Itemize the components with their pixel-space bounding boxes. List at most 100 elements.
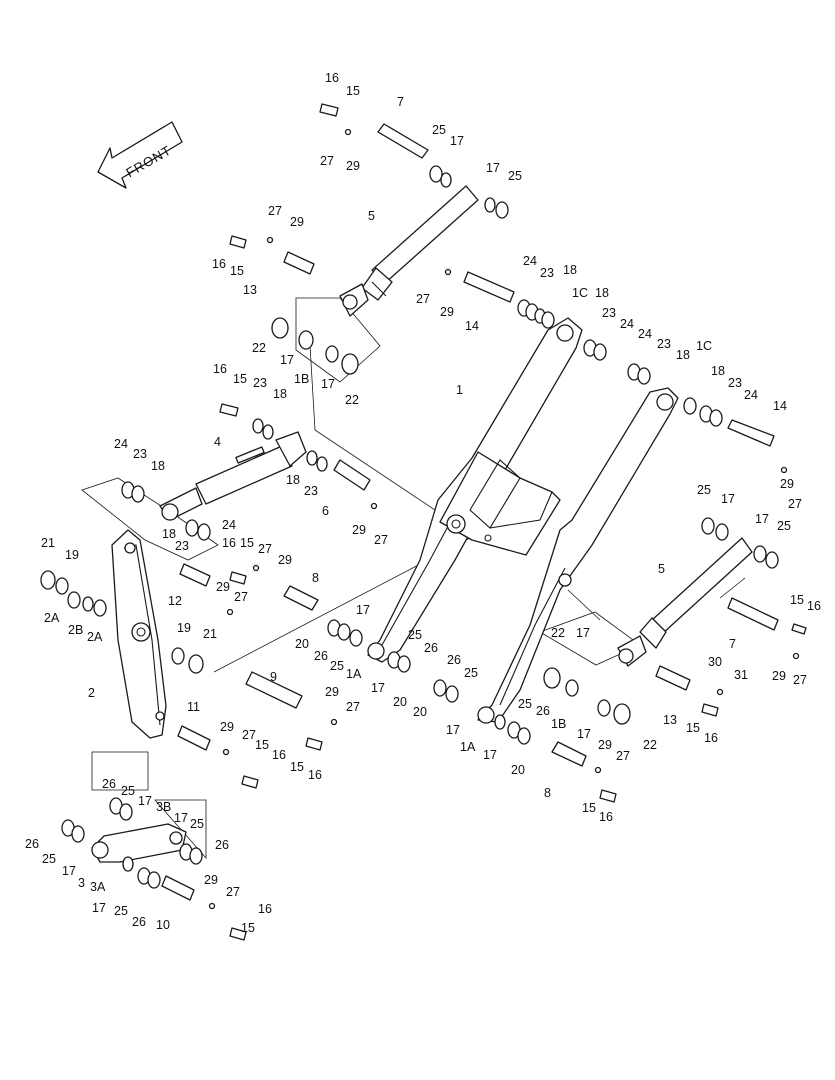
callout-c25g: 25 <box>464 666 478 680</box>
callout-c29c: 29 <box>440 305 454 319</box>
callout-c29g: 29 <box>216 580 230 594</box>
callout-c27f: 27 <box>258 542 272 556</box>
callout-c5b: 5 <box>658 562 665 576</box>
callout-c26f: 26 <box>215 838 229 852</box>
callout-c25i: 25 <box>121 784 135 798</box>
boom-bottom-pivot-left <box>367 642 385 660</box>
callout-c29b: 29 <box>290 215 304 229</box>
callout-c14b: 14 <box>773 399 787 413</box>
callout-c22b: 22 <box>345 393 359 407</box>
callout-c29e: 29 <box>780 477 794 491</box>
callout-c6a: 6 <box>322 504 329 518</box>
pin-9 <box>245 671 303 709</box>
callout-c26b: 26 <box>424 641 438 655</box>
callout-c15a: 15 <box>346 84 360 98</box>
callout-c8a: 8 <box>312 571 319 585</box>
pin-14-top <box>463 271 515 303</box>
seals-and-rings <box>40 165 779 889</box>
bell-crank <box>91 823 187 863</box>
callout-c29k: 29 <box>598 738 612 752</box>
callout-c18f: 18 <box>151 459 165 473</box>
callout-c23b: 23 <box>602 306 616 320</box>
callout-c19a: 19 <box>65 548 79 562</box>
callout-c17c: 17 <box>280 353 294 367</box>
callout-c16b: 16 <box>212 257 226 271</box>
callout-c30a: 30 <box>708 655 722 669</box>
callout-c25b: 25 <box>508 169 522 183</box>
callout-c16a: 16 <box>325 71 339 85</box>
callout-c14a: 14 <box>465 319 479 333</box>
callout-c3a: 3 <box>78 876 85 890</box>
callout-c13a: 13 <box>243 283 257 297</box>
callout-c25j: 25 <box>190 817 204 831</box>
callout-c1Bb: 1B <box>551 717 566 731</box>
callout-c20a: 20 <box>295 637 309 651</box>
callout-c17b: 17 <box>486 161 500 175</box>
callout-c26e: 26 <box>102 777 116 791</box>
callout-c24a: 24 <box>523 254 537 268</box>
callout-c17j: 17 <box>446 723 460 737</box>
callout-c10a: 10 <box>156 918 170 932</box>
small-hardware <box>208 103 807 941</box>
callout-c15d: 15 <box>240 536 254 550</box>
callout-c1Ca: 1C <box>572 286 588 300</box>
callout-c7a: 7 <box>397 95 404 109</box>
callout-c26a: 26 <box>314 649 328 663</box>
callout-c17p: 17 <box>92 901 106 915</box>
callout-c2Ab: 2A <box>87 630 103 644</box>
callout-c8b: 8 <box>544 786 551 800</box>
callout-c27l: 27 <box>226 885 240 899</box>
callout-c15i: 15 <box>582 801 596 815</box>
callout-c7b: 7 <box>729 637 736 651</box>
callout-c29a: 29 <box>346 159 360 173</box>
callout-c24d: 24 <box>744 388 758 402</box>
pin-14-right <box>727 419 775 447</box>
callout-c16d: 16 <box>222 536 236 550</box>
callout-c24c: 24 <box>638 327 652 341</box>
boom-top-pivot-left <box>556 324 574 342</box>
hydraulic-cylinder-top <box>339 185 479 317</box>
pin-12 <box>179 563 211 587</box>
callout-c3B: 3B <box>156 800 171 814</box>
callout-c18a: 18 <box>563 263 577 277</box>
callout-c18g: 18 <box>286 473 300 487</box>
callout-c17h: 17 <box>371 681 385 695</box>
callout-c25a: 25 <box>432 123 446 137</box>
callout-c27j: 27 <box>242 728 256 742</box>
callout-c18e: 18 <box>711 364 725 378</box>
callout-c29l: 29 <box>204 873 218 887</box>
pins <box>161 123 779 901</box>
callout-c27d: 27 <box>374 533 388 547</box>
callout-c23a: 23 <box>540 266 554 280</box>
callout-c29i: 29 <box>325 685 339 699</box>
callout-c17f: 17 <box>755 512 769 526</box>
callout-c27g: 27 <box>234 590 248 604</box>
callout-c29d: 29 <box>352 523 366 537</box>
pin-7-top <box>377 123 429 159</box>
callout-c24b: 24 <box>620 317 634 331</box>
hydraulic-cylinder-right <box>617 537 753 667</box>
pin-10 <box>161 875 195 901</box>
boom-bottom-pivot-right <box>477 706 495 724</box>
callout-c16f: 16 <box>704 731 718 745</box>
callout-c25k: 25 <box>42 852 56 866</box>
callout-c19b: 19 <box>177 621 191 635</box>
callout-c23h: 23 <box>175 539 189 553</box>
callout-c26d: 26 <box>536 704 550 718</box>
callout-c27k: 27 <box>616 749 630 763</box>
callout-c17o: 17 <box>62 864 76 878</box>
callout-c4a: 4 <box>214 435 221 449</box>
callout-c25e: 25 <box>330 659 344 673</box>
callout-c11a: 11 <box>187 700 200 714</box>
callout-c27i: 27 <box>346 700 360 714</box>
callout-c26h: 26 <box>132 915 146 929</box>
callout-c15f: 15 <box>686 721 700 735</box>
callout-c16c: 16 <box>213 362 227 376</box>
callout-c22d: 22 <box>643 738 657 752</box>
callout-c25c: 25 <box>697 483 711 497</box>
callout-c17e: 17 <box>721 492 735 506</box>
callout-c2B: 2B <box>68 623 83 637</box>
callout-c21b: 21 <box>203 627 217 641</box>
callout-c16e: 16 <box>807 599 821 613</box>
